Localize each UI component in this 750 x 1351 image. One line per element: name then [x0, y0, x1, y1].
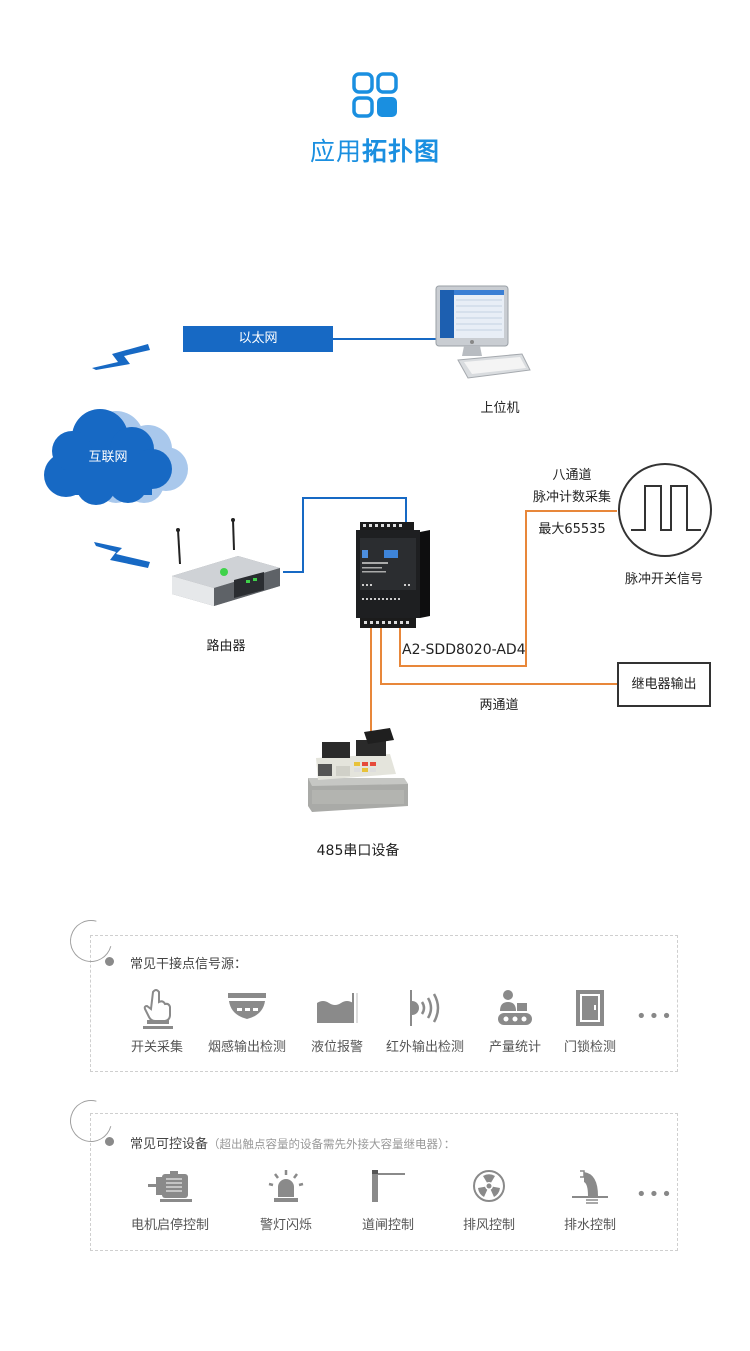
four-squares-grid-icon: [352, 72, 398, 118]
section-bullet: [105, 1137, 114, 1146]
exhaust-fan-icon: [473, 1170, 505, 1202]
item-label: 排风控制: [462, 1218, 515, 1233]
controllable-item: 警灯闪烁: [231, 1164, 341, 1233]
relay-channels-label: 两通道: [479, 698, 519, 713]
motor-icon: [148, 1171, 192, 1202]
liquid-level-icon: [317, 993, 358, 1023]
infrared-signal-icon: [410, 990, 440, 1026]
pulse-wire: [399, 510, 617, 667]
item-label: 警灯闪烁: [259, 1218, 312, 1233]
conveyor-worker-icon: [498, 990, 532, 1025]
controllable-item: 排风控制: [434, 1164, 544, 1233]
item-label: 产量统计: [488, 1040, 541, 1055]
item-label: 门锁检测: [563, 1040, 616, 1055]
router-icon: [172, 518, 280, 606]
pulse-channels-label: 八通道: [552, 468, 592, 483]
more-items-indicator: •••: [636, 1006, 674, 1027]
pulse-signal-icon: [618, 463, 712, 557]
more-items-indicator: •••: [636, 1184, 674, 1205]
serial-device-label: 485串口设备: [316, 843, 400, 859]
item-label: 液位报警: [310, 1040, 363, 1055]
title-bold: 拓扑图: [362, 137, 441, 166]
cash-register-icon: [308, 728, 408, 812]
item-label: 红外输出检测: [385, 1040, 464, 1055]
controllable-devices-title: 常见可控设备（超出触点容量的设备需先外接大容量继电器）：: [130, 1133, 455, 1152]
controllable-item: 道闸控制: [333, 1164, 443, 1233]
pulse-collect-label: 脉冲计数采集: [532, 490, 611, 505]
device-model-label: A2-SDD8020-AD4: [402, 642, 526, 658]
relay-wire: [380, 628, 617, 685]
controllable-item: 排水控制: [535, 1164, 645, 1233]
item-label: 开关采集: [130, 1040, 183, 1055]
pulse-max-label: 最大65535: [538, 522, 606, 537]
dry-contact-section: [90, 935, 678, 1072]
dry-contact-item: 门锁检测: [535, 986, 645, 1055]
host-pc-label: 上位机: [480, 401, 520, 416]
dry-contact-item: 红外输出检测: [370, 986, 480, 1055]
router-device-line: [283, 497, 407, 573]
router-label: 路由器: [206, 639, 246, 654]
drain-pipe-icon: [572, 1170, 608, 1204]
io-module-device-icon: [356, 522, 430, 628]
item-label: 烟感输出检测: [207, 1040, 286, 1055]
wireless-signal-icon: [94, 542, 150, 568]
section-title-note: （超出触点容量的设备需先外接大容量继电器）：: [208, 1137, 456, 1151]
dry-contact-title: 常见干接点信号源：: [130, 957, 248, 972]
internet-label: 互联网: [88, 450, 128, 465]
barrier-gate-icon: [372, 1170, 405, 1202]
ethernet-label: 以太网: [183, 326, 333, 352]
alarm-light-icon: [268, 1170, 304, 1202]
desktop-computer-icon: [435, 285, 531, 379]
page-title: 应用拓扑图: [0, 132, 750, 168]
dry-contact-item: 烟感输出检测: [192, 986, 302, 1055]
dry-contact-item: 液位报警: [282, 986, 392, 1055]
controllable-devices-section: [90, 1113, 678, 1251]
title-light: 应用: [309, 137, 362, 166]
section-title-text: 常见可控设备: [130, 1137, 209, 1152]
item-label: 道闸控制: [361, 1218, 414, 1233]
section-bullet: [105, 957, 114, 966]
cloud-icon: [44, 409, 188, 505]
dry-contact-item: 产量统计: [460, 986, 570, 1055]
item-label: 排水控制: [563, 1218, 616, 1233]
wireless-signal-icon: [92, 344, 150, 370]
controllable-item: 电机启停控制: [115, 1164, 225, 1233]
door-icon: [576, 990, 604, 1026]
smoke-detector-icon: [228, 993, 266, 1019]
dry-contact-item: 开关采集: [102, 986, 212, 1055]
hand-press-button-icon: [143, 989, 173, 1029]
relay-output-box: 继电器输出: [617, 662, 711, 707]
pulse-signal-label: 脉冲开关信号: [624, 572, 703, 587]
item-label: 电机启停控制: [130, 1218, 209, 1233]
